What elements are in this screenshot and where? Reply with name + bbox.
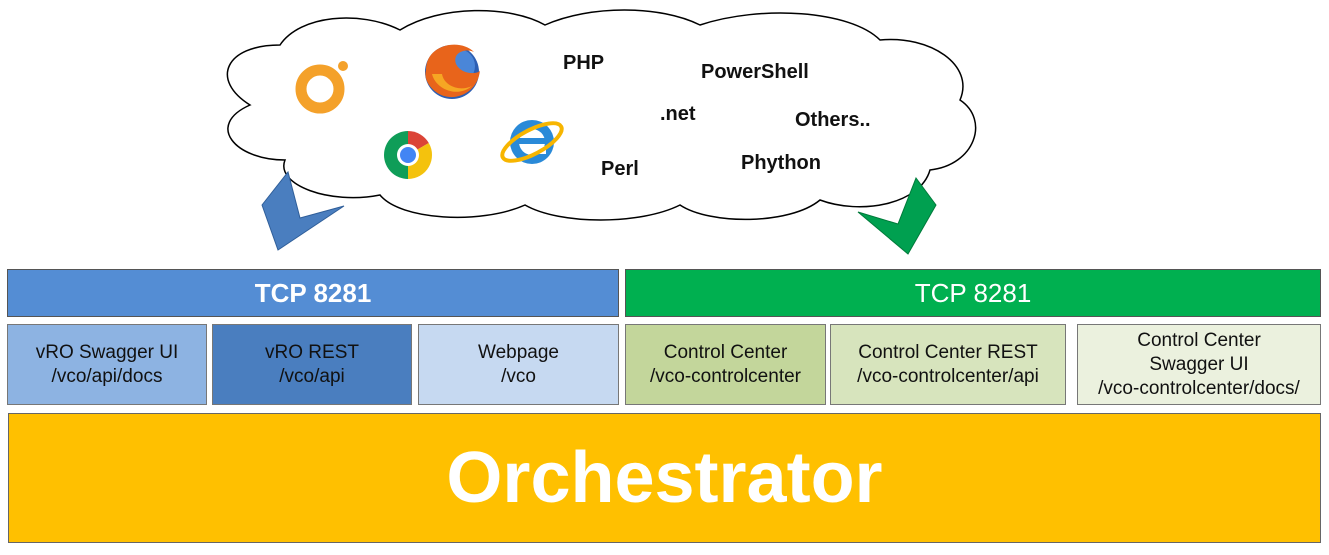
endpoint-path: /vco: [501, 365, 536, 387]
tcp-bar-controlcenter: TCP 8281: [625, 269, 1321, 317]
endpoint-path: /vco/api/docs: [51, 365, 163, 387]
endpoint-title: Control Center: [1137, 329, 1261, 351]
endpoint-vro-rest: vRO REST /vco/api: [212, 324, 412, 405]
firefox-icon: [425, 44, 480, 99]
label-perl: Perl: [601, 158, 639, 180]
chrome-icon: [384, 131, 433, 179]
label-powershell: PowerShell: [701, 61, 809, 83]
green-arrow-icon: [857, 176, 937, 255]
endpoint-title: Control Center REST: [858, 341, 1038, 363]
orchestrator-label: Orchestrator: [446, 438, 883, 518]
orchestrator-client-icon: [295, 61, 348, 114]
endpoint-title: Control Center: [663, 341, 788, 363]
endpoint-control-center-rest: Control Center REST /vco-controlcenter/a…: [830, 324, 1066, 405]
endpoint-path: /vco/api: [279, 365, 345, 387]
label-dotnet: .net: [660, 103, 696, 125]
endpoint-path: /vco-controlcenter/api: [857, 365, 1039, 387]
tcp-bar-vro-label: TCP 8281: [254, 277, 372, 308]
label-others: Others..: [795, 109, 871, 131]
label-php: PHP: [563, 52, 605, 74]
endpoint-title: vRO REST: [265, 341, 359, 363]
tcp-bar-controlcenter-label: TCP 8281: [914, 277, 1032, 308]
endpoint-subtitle: Swagger UI: [1149, 353, 1249, 375]
endpoint-vro-swagger-ui: vRO Swagger UI /vco/api/docs: [7, 324, 207, 405]
internet-explorer-icon: [500, 120, 564, 164]
endpoint-path: /vco-controlcenter/docs/: [1098, 377, 1300, 399]
endpoint-webpage: Webpage /vco: [418, 324, 619, 405]
endpoint-control-center: Control Center /vco-controlcenter: [625, 324, 826, 405]
tcp-bar-vro: TCP 8281: [7, 269, 619, 317]
label-python: Phython: [741, 152, 821, 174]
orchestrator-core: Orchestrator: [8, 413, 1321, 543]
blue-arrow-icon: [261, 170, 345, 251]
endpoint-title: Webpage: [478, 341, 559, 363]
endpoint-title: vRO Swagger UI: [35, 341, 179, 363]
endpoint-control-center-swagger-ui: Control Center Swagger UI /vco-controlce…: [1077, 324, 1321, 405]
endpoint-path: /vco-controlcenter: [649, 365, 801, 387]
